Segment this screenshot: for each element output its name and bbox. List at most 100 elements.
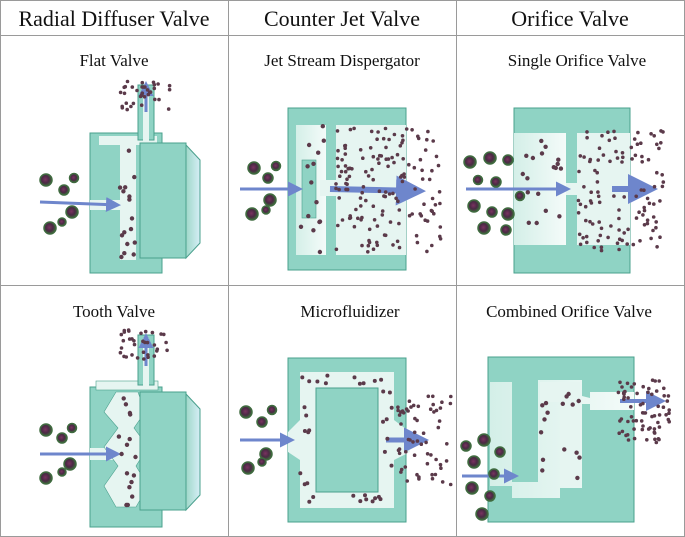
particle [140, 91, 145, 95]
particle [396, 199, 400, 203]
particle [576, 198, 581, 203]
particle [431, 139, 436, 143]
particle [162, 332, 166, 337]
particle [376, 157, 380, 161]
particle [436, 163, 441, 168]
particle [306, 430, 311, 435]
particle [323, 381, 328, 386]
particle [156, 82, 160, 86]
particle [578, 202, 583, 207]
particle [436, 425, 441, 430]
particle [407, 162, 411, 167]
particle [652, 430, 657, 435]
particle [399, 410, 403, 414]
particle [398, 144, 403, 148]
particle [165, 348, 169, 353]
particle [145, 88, 150, 92]
droplet [467, 199, 481, 213]
particle [306, 213, 311, 219]
particle [335, 129, 340, 133]
droplet [68, 172, 80, 184]
particle [302, 429, 307, 433]
particle [433, 472, 438, 477]
droplet [472, 174, 484, 186]
particle [167, 87, 172, 92]
particle [129, 479, 134, 485]
particle [358, 499, 363, 504]
particle [598, 233, 603, 238]
particle [656, 420, 660, 425]
particle [124, 442, 130, 447]
droplet [484, 490, 496, 502]
droplet [43, 221, 57, 235]
particle [419, 442, 424, 447]
particle [315, 379, 320, 384]
particle [589, 201, 594, 205]
particle [650, 414, 654, 419]
particle [132, 174, 137, 180]
particle [352, 375, 357, 380]
particle [640, 160, 644, 164]
particle [414, 233, 419, 238]
particle [632, 382, 637, 386]
particles [298, 373, 453, 504]
particle [124, 355, 129, 359]
particle [427, 177, 432, 182]
particle [348, 214, 353, 218]
particle [525, 176, 530, 181]
particle [305, 164, 310, 169]
particle [640, 154, 644, 159]
particle [375, 243, 380, 248]
particle [343, 144, 347, 148]
particle [625, 242, 629, 246]
particle [588, 219, 592, 224]
particle [317, 219, 323, 224]
particle [304, 413, 309, 418]
particle [662, 394, 666, 398]
particle [376, 494, 381, 499]
particle [340, 158, 344, 162]
particle [664, 413, 668, 417]
particle [606, 235, 610, 240]
particle [629, 145, 634, 150]
particle [145, 340, 150, 345]
particle [646, 390, 650, 395]
particle [576, 211, 581, 215]
particle [440, 480, 445, 484]
particle [619, 417, 624, 421]
particle [651, 215, 656, 219]
particle [119, 346, 124, 350]
particle [127, 485, 132, 490]
particle [404, 127, 409, 131]
particle [375, 137, 379, 141]
particle [632, 427, 636, 431]
particle [538, 430, 544, 435]
particle [130, 85, 135, 89]
particle [150, 330, 155, 335]
particle [351, 493, 356, 498]
particle [404, 450, 408, 454]
particle [429, 453, 433, 457]
particle [119, 254, 124, 260]
droplet [501, 207, 515, 221]
particle [421, 431, 426, 436]
particle [415, 418, 419, 423]
particle [440, 400, 444, 405]
particle [320, 124, 325, 129]
particle [642, 223, 647, 227]
droplet [488, 468, 500, 480]
particle [618, 380, 622, 385]
particle [389, 405, 394, 410]
particle [379, 377, 384, 382]
particle [411, 440, 415, 444]
particle [585, 240, 589, 245]
droplet [477, 433, 491, 447]
particle [377, 161, 381, 165]
particle [653, 437, 657, 442]
particle [392, 160, 396, 165]
particle [399, 422, 403, 426]
particle [325, 373, 330, 378]
particle [626, 419, 630, 424]
particle [397, 208, 402, 212]
